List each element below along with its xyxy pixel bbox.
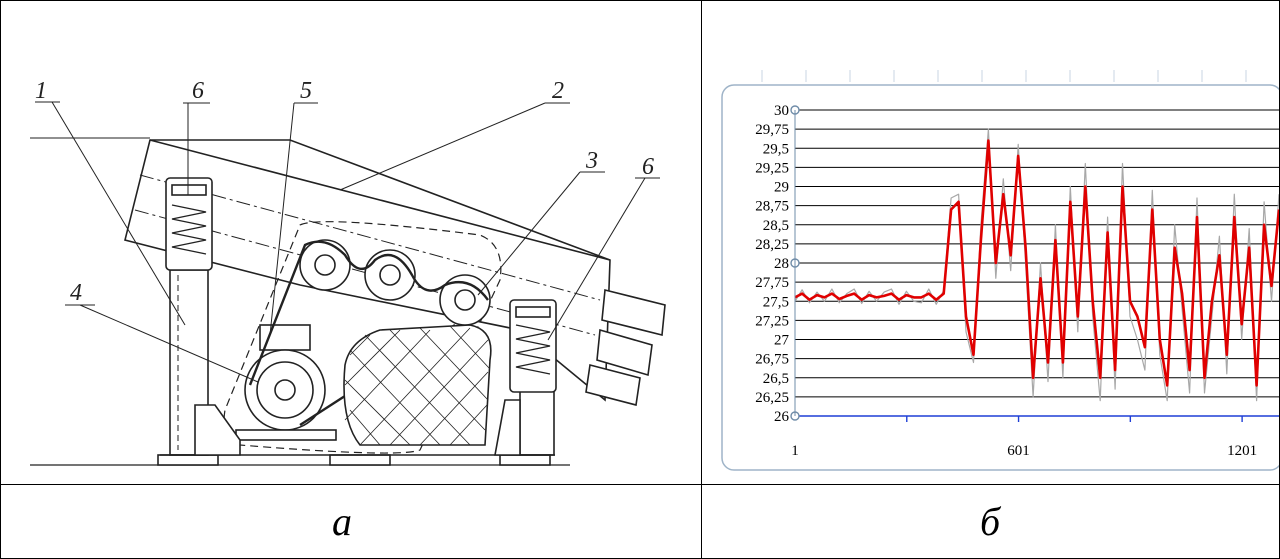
axis-handles	[790, 105, 800, 421]
y-tick-label: 27,25	[755, 313, 789, 329]
label-3: 3	[585, 148, 598, 174]
signal-chart: 30 29,75 29,5 29,25 29 28,75 28,5 28,25 28 27,75 2…	[721, 70, 1279, 471]
y-tick-label: 29,5	[763, 141, 789, 157]
caption-separator	[0, 484, 1280, 485]
y-tick-label: 29,25	[755, 160, 789, 176]
y-tick-label: 26	[774, 409, 790, 425]
label-2: 2	[552, 78, 564, 104]
chart-series	[794, 128, 1279, 402]
label-6-right: 6	[642, 154, 654, 180]
top-ruler	[761, 70, 1247, 82]
series-line	[794, 139, 1279, 387]
label-6-left: 6	[192, 78, 204, 104]
y-tick-label: 29,75	[755, 122, 789, 138]
x-tick-label: 1201	[1227, 443, 1257, 459]
label-4: 4	[70, 280, 82, 306]
label-5: 5	[300, 78, 312, 104]
y-tick-labels: 30 29,75 29,5 29,25 29 28,75 28,5 28,25 28 27,75 2…	[755, 103, 789, 425]
caption-a: а	[332, 499, 352, 544]
y-tick-label: 28,75	[755, 199, 789, 215]
caption-b: б	[980, 499, 1001, 544]
x-tick-labels: 1 601 1201	[791, 416, 1257, 459]
panel-divider	[701, 0, 702, 559]
machine-drawing: 1 6 5 2 3 6 4	[30, 78, 666, 466]
y-tick-label: 27,5	[763, 294, 789, 310]
label-1: 1	[35, 78, 47, 104]
x-tick-label: 601	[1007, 443, 1030, 459]
x-tick-label: 1	[791, 443, 799, 459]
y-tick-label: 30	[774, 103, 789, 119]
y-tick-label: 28	[774, 256, 789, 272]
y-tick-label: 27	[774, 333, 790, 349]
y-tick-label: 26,25	[755, 390, 789, 406]
y-tick-label: 28,5	[763, 218, 789, 234]
y-tick-label: 27,75	[755, 275, 789, 291]
y-tick-label: 26,75	[755, 352, 789, 368]
y-tick-label: 26,5	[763, 371, 789, 387]
y-tick-label: 28,25	[755, 237, 789, 253]
chart-area-frame	[721, 84, 1279, 471]
y-tick-label: 29	[774, 180, 789, 196]
